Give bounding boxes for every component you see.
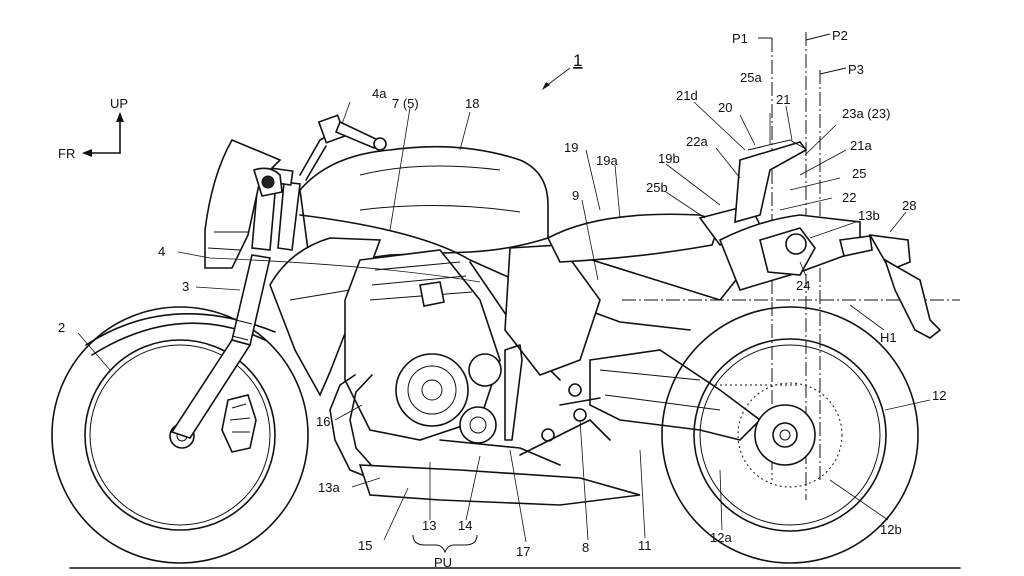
label-13b: 13b: [858, 208, 880, 223]
label-8: 8: [582, 540, 589, 555]
label-18: 18: [465, 96, 479, 111]
label-19: 19: [564, 140, 578, 155]
headlight-cowl: [204, 138, 283, 269]
rear-cowl: [718, 139, 861, 291]
label-22: 22: [842, 190, 856, 205]
orientation-indicator: [82, 112, 124, 157]
label-p2: P2: [832, 28, 848, 43]
label-15: 15: [358, 538, 372, 553]
label-11: 11: [638, 538, 652, 553]
front-arrow-icon: [82, 149, 92, 157]
label-4a: 4a: [372, 86, 387, 101]
label-24: 24: [796, 278, 810, 293]
label-28: 28: [902, 198, 916, 213]
swing-arm: [519, 349, 762, 456]
label-21: 21: [776, 92, 790, 107]
label-12: 12: [932, 388, 946, 403]
label-21a: 21a: [850, 138, 872, 153]
label-21d: 21d: [676, 88, 698, 103]
label-14: 14: [458, 518, 472, 533]
pu-bracket: [412, 534, 478, 554]
label-13a: 13a: [318, 480, 340, 495]
tail-unit: [839, 233, 942, 339]
label-2: 2: [58, 320, 65, 335]
up-label: UP: [110, 96, 128, 111]
label-22a: 22a: [686, 134, 708, 149]
label-4: 4: [158, 244, 165, 259]
labels: 1 UP FR 4a 7 (5) 18 4 3 2 16 13a 15 13 1…: [58, 28, 946, 570]
engine: [344, 249, 523, 444]
label-20: 20: [718, 100, 732, 115]
fuel-tank: [269, 145, 549, 397]
label-p3: P3: [848, 62, 864, 77]
label-19b: 19b: [658, 151, 680, 166]
front-label: FR: [58, 146, 75, 161]
label-p1: P1: [732, 31, 748, 46]
label-25b: 25b: [646, 180, 668, 195]
label-25a: 25a: [740, 70, 762, 85]
label-3: 3: [182, 279, 189, 294]
label-7-5: 7 (5): [392, 96, 419, 111]
label-9: 9: [572, 188, 579, 203]
label-17: 17: [516, 544, 530, 559]
label-25: 25: [852, 166, 866, 181]
label-23a-23: 23a (23): [842, 106, 890, 121]
figure-number: 1: [573, 51, 582, 70]
label-12a: 12a: [710, 530, 732, 545]
rear-wheel: [661, 306, 919, 564]
label-pu: PU: [434, 555, 452, 570]
label-19a: 19a: [596, 153, 618, 168]
label-13: 13: [422, 518, 436, 533]
up-arrow-icon: [116, 112, 124, 122]
label-h1: H1: [880, 330, 897, 345]
leader-lines: [77, 67, 931, 543]
label-12b: 12b: [880, 522, 902, 537]
label-16: 16: [316, 414, 330, 429]
